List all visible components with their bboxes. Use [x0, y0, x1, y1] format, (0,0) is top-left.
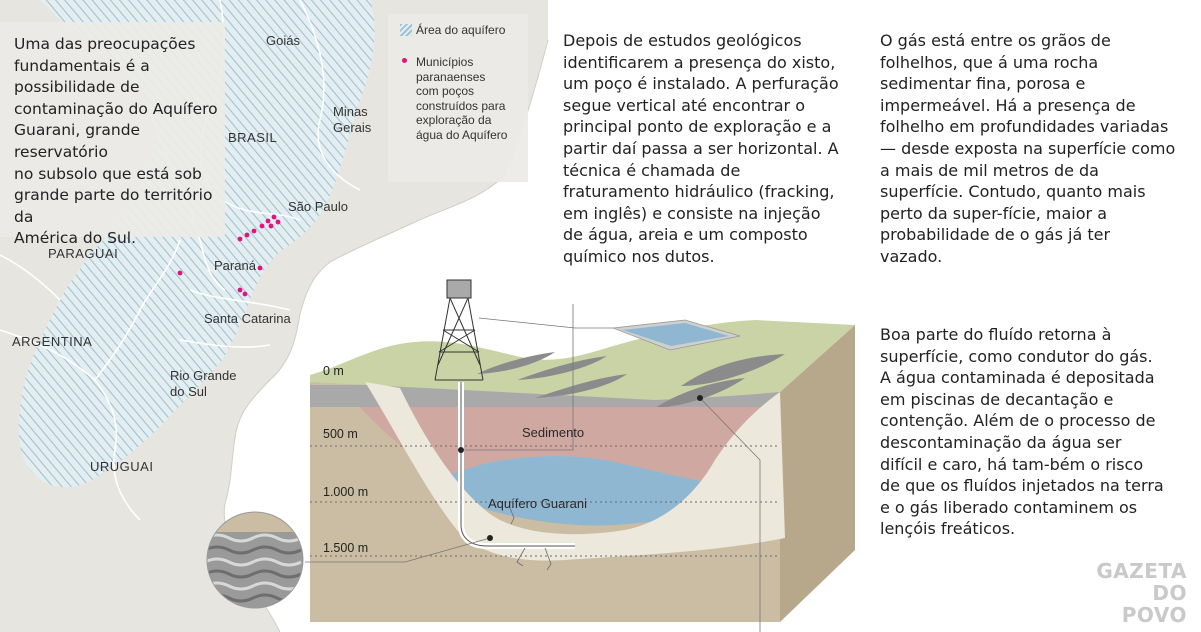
well-dot: [237, 287, 243, 293]
pointer-dot: [458, 447, 464, 453]
label-argentina: ARGENTINA: [12, 334, 93, 349]
legend-aquifer-swatch: [400, 24, 412, 36]
derrick-top: [446, 279, 472, 299]
well-dot: [275, 219, 281, 225]
legend-well-dot: [402, 58, 407, 63]
label-parana: Paraná: [214, 258, 256, 273]
well-dot: [237, 236, 243, 242]
text-column-2: O gás está entre os grãos de folhelhos, …: [880, 31, 1176, 266]
well-dot: [265, 218, 271, 224]
shale-lens: [681, 354, 785, 386]
label-goias: Goiás: [266, 33, 300, 48]
text-column-3: Boa parte do fluído retorna à superfície…: [880, 325, 1164, 539]
well-dot: [257, 265, 263, 271]
shale-lenses: [477, 352, 785, 408]
pool-water: [623, 323, 729, 346]
intro-box: [0, 22, 225, 237]
well-dot: [244, 232, 250, 238]
well-dot: [268, 223, 274, 229]
leader-line-zoom: [305, 537, 491, 563]
legend-box: [388, 14, 528, 182]
depth-1000m: 1.000 m: [323, 485, 369, 499]
well-dot: [271, 214, 277, 220]
label-minas: Minas Gerais: [333, 104, 372, 135]
depth-1500m: 1.500 m: [323, 541, 369, 555]
leader-line-col1: [465, 304, 574, 451]
label-uruguai: URUGUAI: [90, 459, 154, 474]
legend-aquifer-label: Área do aquífero: [416, 23, 506, 37]
label-santa-catarina: Santa Catarina: [204, 311, 291, 326]
shale-lens: [655, 378, 745, 408]
text-column-1: Depois de estudos geológicos identificar…: [563, 31, 839, 266]
well-dot: [177, 270, 183, 276]
shale-lens: [477, 352, 555, 374]
label-aquifer-guarani: Aquífero Guarani: [488, 496, 588, 511]
well-pipe-outline: [460, 382, 575, 547]
fracture-zone: [365, 382, 785, 561]
pointer-dot: [697, 395, 703, 401]
derrick: [434, 279, 484, 381]
shale-lens: [517, 356, 607, 380]
block-side: [780, 325, 855, 622]
aquifer-area: [18, 0, 375, 488]
well-dots: [177, 214, 281, 297]
depth-0m: 0 m: [323, 364, 344, 378]
gazeta-do-povo-logo: GAZETA DO POVO: [1096, 559, 1187, 627]
leader-line-col2: [699, 397, 761, 632]
label-sao-paulo: São Paulo: [288, 199, 348, 214]
fractures: [509, 507, 552, 571]
well-dot: [259, 223, 265, 229]
depth-lines: [310, 445, 780, 557]
fracking-diagram: [206, 279, 855, 632]
shale-zoom-circle: [207, 512, 303, 608]
label-paraguai: PARAGUAI: [48, 246, 119, 261]
legend-wells-label: Municípios paranaenses com poços constru…: [416, 55, 508, 142]
sediment-layer: [360, 407, 780, 492]
well-dot: [242, 291, 248, 297]
label-brasil: BRASIL: [228, 130, 278, 145]
label-sediment: Sedimento: [522, 425, 585, 440]
label-rio-grande: Rio Grande do Sul: [170, 368, 237, 399]
intro-text: Uma das preocupações fundamentais é a po…: [14, 35, 218, 248]
depth-500m: 500 m: [323, 427, 358, 441]
well-dot: [251, 228, 257, 234]
pool-connector: [478, 317, 615, 329]
shale-lens: [535, 374, 627, 398]
pointer-dot: [487, 535, 493, 541]
